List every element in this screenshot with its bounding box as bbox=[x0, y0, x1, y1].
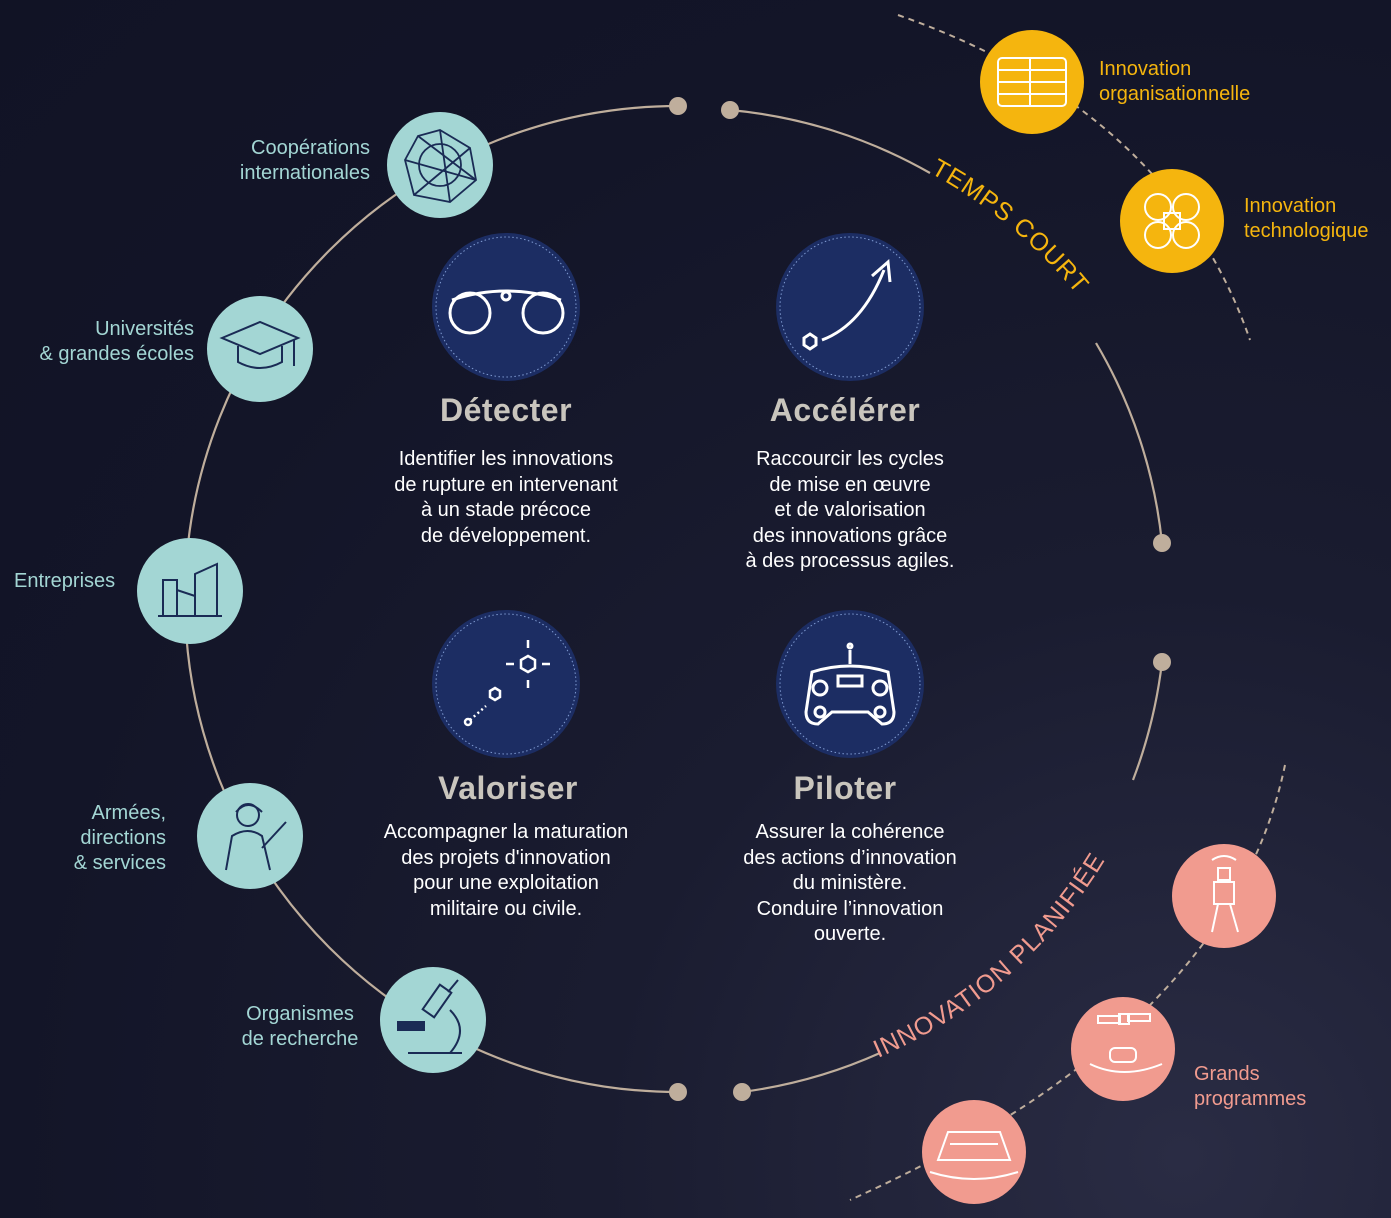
robot-icon bbox=[1211, 855, 1239, 933]
label-innovation-organisationnelle: Innovation organisationnelle bbox=[1099, 58, 1251, 105]
ring-dots bbox=[669, 97, 1171, 1101]
valoriser-title: Valoriser bbox=[438, 770, 578, 806]
partner-circles bbox=[137, 112, 493, 1073]
piloter-text: Assurer la cohérence des actions d’innov… bbox=[743, 821, 957, 945]
detecter-icon-circle bbox=[432, 233, 580, 381]
armees-node bbox=[197, 783, 303, 889]
ship-node bbox=[922, 1100, 1026, 1204]
drone-controller-icon bbox=[804, 642, 896, 726]
accelerer-text: Raccourcir les cycles de mise en œuvre e… bbox=[745, 448, 955, 572]
entreprises-node bbox=[137, 538, 243, 644]
microscope-icon bbox=[397, 979, 462, 1054]
innovation-organisationnelle-node bbox=[980, 30, 1084, 134]
piloter-title: Piloter bbox=[793, 770, 897, 806]
accelerer-title: Accélérer bbox=[769, 392, 921, 428]
rising-arrow-icon bbox=[802, 258, 892, 351]
sparkle-target-icon bbox=[463, 640, 550, 727]
quadrant-icons bbox=[432, 233, 924, 758]
detecter-text: Identifier les innovations de rupture en… bbox=[394, 448, 618, 547]
temps-court-label: TEMPS COURT bbox=[927, 154, 1094, 299]
label-armees: Armées, directions & services bbox=[73, 802, 166, 874]
innovation-technologique-node bbox=[1120, 169, 1224, 273]
globe-network-icon bbox=[404, 129, 477, 203]
label-entreprises: Entreprises bbox=[14, 570, 116, 592]
label-universites: Universités & grandes écoles bbox=[39, 318, 194, 365]
organismes-node bbox=[380, 967, 486, 1073]
valoriser-text: Accompagner la maturation des projets d'… bbox=[383, 821, 629, 920]
piloter-icon-circle bbox=[776, 610, 924, 758]
outer-pink-circles bbox=[922, 844, 1276, 1204]
label-innovation-technologique: Innovation technologique bbox=[1244, 195, 1369, 242]
table-grid-icon bbox=[997, 57, 1067, 107]
binoculars-icon bbox=[448, 289, 565, 335]
label-grands-programmes: Grands programmes bbox=[1194, 1063, 1307, 1110]
quad-drone-icon bbox=[1144, 193, 1200, 249]
soldier-icon bbox=[225, 803, 287, 871]
buildings-icon bbox=[158, 562, 222, 617]
valoriser-icon-circle bbox=[432, 610, 580, 758]
satellite-node bbox=[1071, 997, 1175, 1101]
outer-dashed-arcs bbox=[849, 14, 1286, 1201]
label-organismes: Organismes de recherche bbox=[241, 1003, 359, 1050]
detecter-title: Détecter bbox=[439, 392, 573, 428]
cooperations-node bbox=[387, 112, 493, 218]
outer-yellow-circles bbox=[980, 30, 1224, 273]
ship-icon bbox=[929, 1131, 1019, 1180]
graduation-cap-icon bbox=[219, 320, 301, 369]
satellite-icon bbox=[1089, 1013, 1163, 1073]
label-cooperations: Coopérations internationales bbox=[239, 137, 370, 184]
universites-node bbox=[207, 296, 313, 402]
robot-node bbox=[1172, 844, 1276, 948]
accelerer-icon-circle bbox=[776, 233, 924, 381]
